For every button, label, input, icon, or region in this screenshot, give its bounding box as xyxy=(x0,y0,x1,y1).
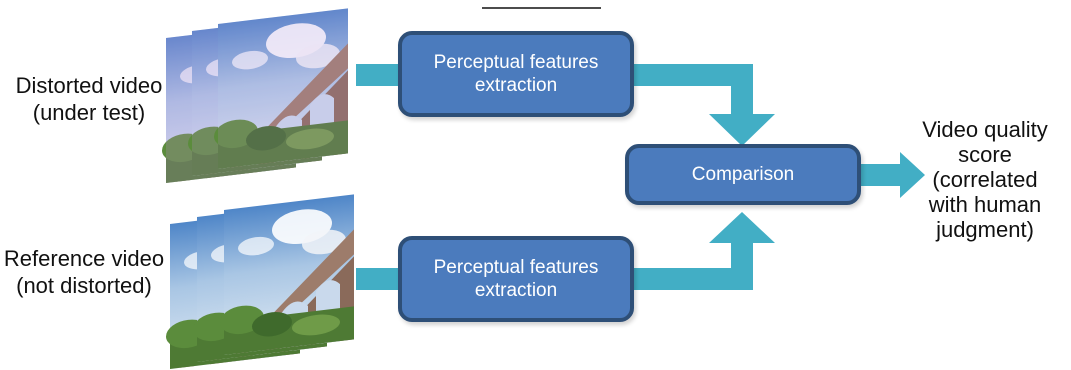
video-frame xyxy=(214,8,348,170)
distorted-video-label: Distorted video (under test) xyxy=(15,73,163,125)
arrow-extraction-to-comparison xyxy=(628,64,775,146)
reference-video-label: Reference video (not distorted) xyxy=(3,246,165,298)
comparison-box: Comparison xyxy=(625,144,861,205)
feature-extraction-bottom-label: Perceptual features extraction xyxy=(433,257,599,301)
feature-extraction-top-label: Perceptual features extraction xyxy=(433,52,599,96)
arrow-reference-to-extraction xyxy=(356,268,408,290)
feature-extraction-box-bottom: Perceptual features extraction xyxy=(398,236,634,322)
feature-extraction-box-top: Perceptual features extraction xyxy=(398,31,634,117)
video-frame xyxy=(220,194,354,356)
arrow-comparison-to-score xyxy=(858,152,925,198)
video-quality-score-label: Video quality score (correlated with hum… xyxy=(922,117,1048,242)
distorted-video-frames xyxy=(162,8,348,184)
arrow-extraction-to-comparison-bottom xyxy=(628,212,775,290)
reference-video-frames xyxy=(166,194,354,370)
arrow-distorted-to-extraction xyxy=(356,64,408,86)
comparison-label: Comparison xyxy=(691,164,795,185)
